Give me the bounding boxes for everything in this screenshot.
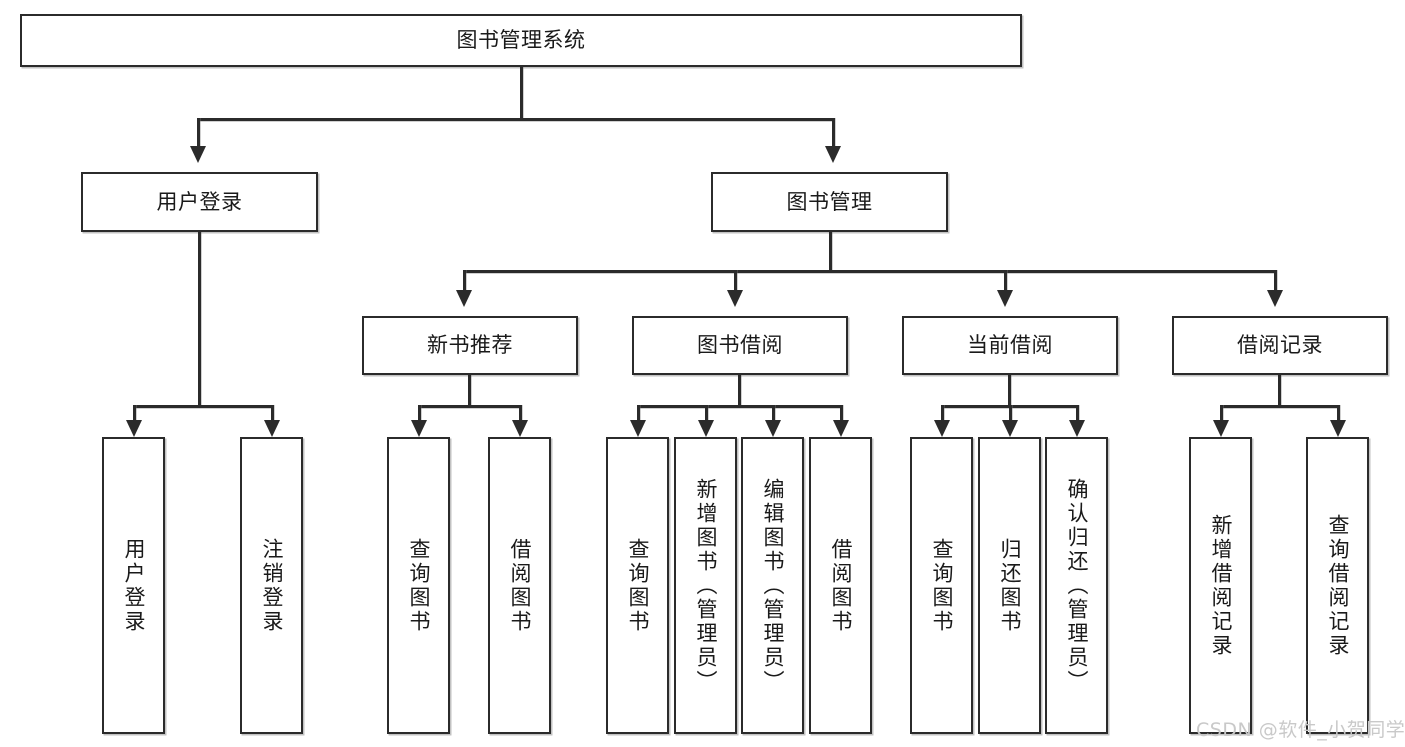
node-label: 新书推荐 xyxy=(427,333,513,358)
node-label: 用户登录 xyxy=(122,537,146,634)
node-label: 图书管理系统 xyxy=(456,28,586,53)
arrowhead-leaf-borrow-record-2 xyxy=(1330,420,1346,437)
arrowhead-leaf-book-borrow-2 xyxy=(698,420,714,437)
leaf-book-borrow-borrow-book[interactable]: 借阅图书 xyxy=(809,437,872,734)
node-label: 查询借阅记录 xyxy=(1326,513,1350,658)
node-label: 用户登录 xyxy=(156,189,243,214)
arrowhead-leaf-book-borrow-3 xyxy=(765,420,781,437)
leaf-book-borrow-edit-book[interactable]: 编辑图书（管理员） xyxy=(741,437,804,734)
node-root-book-management-system[interactable]: 图书管理系统 xyxy=(20,14,1022,67)
connector-book-borrow-drop-2 xyxy=(705,405,708,423)
node-label: 借阅记录 xyxy=(1237,333,1323,358)
arrowhead-tier2-borrow-record xyxy=(1267,290,1283,307)
connector-new-book-drop-1 xyxy=(418,405,421,423)
connector-current-borrow-drop-2 xyxy=(1009,405,1012,423)
connector-book-borrow-drop-3 xyxy=(772,405,775,423)
node-label: 查询图书 xyxy=(626,537,650,634)
connector-new-book-drop-2 xyxy=(519,405,522,423)
node-label: 查询图书 xyxy=(930,537,954,634)
node-book-management[interactable]: 图书管理 xyxy=(711,172,948,232)
arrowhead-leaf-current-borrow-1 xyxy=(934,420,950,437)
connector-borrow-record-drop-1 xyxy=(1220,405,1223,423)
leaf-current-borrow-return-book[interactable]: 归还图书 xyxy=(978,437,1041,734)
connector-user-login-stem xyxy=(198,232,201,407)
node-label: 编辑图书（管理员） xyxy=(761,477,785,694)
node-label: 查询图书 xyxy=(407,537,431,634)
node-label: 图书管理 xyxy=(786,189,873,214)
arrowhead-leaf-borrow-record-1 xyxy=(1213,420,1229,437)
connector-tier2-drop-1 xyxy=(463,270,466,292)
leaf-book-borrow-add-book[interactable]: 新增图书（管理员） xyxy=(674,437,737,734)
leaf-new-book-query-book[interactable]: 查询图书 xyxy=(387,437,450,734)
connector-user-login-drop-2 xyxy=(271,405,274,423)
arrowhead-leaf-new-book-2 xyxy=(512,420,528,437)
node-new-book-recommend[interactable]: 新书推荐 xyxy=(362,316,578,375)
connector-tier1-drop-book-management xyxy=(832,118,835,148)
connector-tier1-drop-user-login xyxy=(197,118,200,148)
arrowhead-leaf-new-book-1 xyxy=(411,420,427,437)
leaf-user-login-login[interactable]: 用户登录 xyxy=(102,437,165,734)
connector-tier2-drop-2 xyxy=(734,270,737,292)
leaf-borrow-record-add-record[interactable]: 新增借阅记录 xyxy=(1189,437,1252,734)
connector-tier2-bus xyxy=(463,270,1276,273)
node-user-login[interactable]: 用户登录 xyxy=(81,172,318,232)
node-label: 新增图书（管理员） xyxy=(694,477,718,694)
leaf-book-borrow-query-book[interactable]: 查询图书 xyxy=(606,437,669,734)
connector-book-borrow-bus xyxy=(637,405,842,408)
connector-user-login-drop-1 xyxy=(133,405,136,423)
node-label: 归还图书 xyxy=(998,537,1022,634)
arrowhead-leaf-user-login-2 xyxy=(264,420,280,437)
leaf-current-borrow-query-book[interactable]: 查询图书 xyxy=(910,437,973,734)
arrowhead-leaf-current-borrow-3 xyxy=(1069,420,1085,437)
arrowhead-leaf-book-borrow-4 xyxy=(833,420,849,437)
leaf-borrow-record-query-record[interactable]: 查询借阅记录 xyxy=(1306,437,1369,734)
leaf-current-borrow-confirm-return[interactable]: 确认归还（管理员） xyxy=(1045,437,1108,734)
arrowhead-user-login xyxy=(190,146,206,163)
arrowhead-leaf-current-borrow-2 xyxy=(1002,420,1018,437)
node-label: 图书借阅 xyxy=(697,333,783,358)
connector-borrow-record-drop-2 xyxy=(1337,405,1340,423)
node-label: 当前借阅 xyxy=(967,333,1053,358)
arrowhead-tier2-book-borrow xyxy=(727,290,743,307)
node-label: 借阅图书 xyxy=(829,537,853,634)
arrowhead-leaf-book-borrow-1 xyxy=(630,420,646,437)
connector-book-management-stem xyxy=(829,232,832,272)
node-label: 确认归还（管理员） xyxy=(1065,477,1089,694)
node-borrow-record[interactable]: 借阅记录 xyxy=(1172,316,1388,375)
connector-tier2-drop-3 xyxy=(1004,270,1007,292)
connector-book-borrow-drop-4 xyxy=(840,405,843,423)
connector-root-stem xyxy=(520,67,523,119)
leaf-new-book-borrow-book[interactable]: 借阅图书 xyxy=(488,437,551,734)
arrowhead-tier2-current-borrow xyxy=(997,290,1013,307)
connector-current-borrow-stem xyxy=(1008,375,1011,407)
arrowhead-leaf-user-login-1 xyxy=(126,420,142,437)
connector-new-book-stem xyxy=(468,375,471,407)
connector-book-borrow-stem xyxy=(738,375,741,407)
connector-current-borrow-drop-3 xyxy=(1076,405,1079,423)
node-label: 注销登录 xyxy=(260,537,284,634)
node-book-borrow[interactable]: 图书借阅 xyxy=(632,316,848,375)
connector-tier1-bus xyxy=(197,118,834,121)
connector-user-login-bus xyxy=(133,405,273,408)
connector-tier2-drop-4 xyxy=(1274,270,1277,292)
node-current-borrow[interactable]: 当前借阅 xyxy=(902,316,1118,375)
leaf-user-login-logout[interactable]: 注销登录 xyxy=(240,437,303,734)
arrowhead-book-management xyxy=(825,146,841,163)
connector-current-borrow-drop-1 xyxy=(941,405,944,423)
connector-book-borrow-drop-1 xyxy=(637,405,640,423)
connector-borrow-record-bus xyxy=(1220,405,1339,408)
node-label: 新增借阅记录 xyxy=(1209,513,1233,658)
arrowhead-tier2-new-book xyxy=(456,290,472,307)
connector-borrow-record-stem xyxy=(1278,375,1281,407)
node-label: 借阅图书 xyxy=(508,537,532,634)
connector-new-book-bus xyxy=(418,405,521,408)
